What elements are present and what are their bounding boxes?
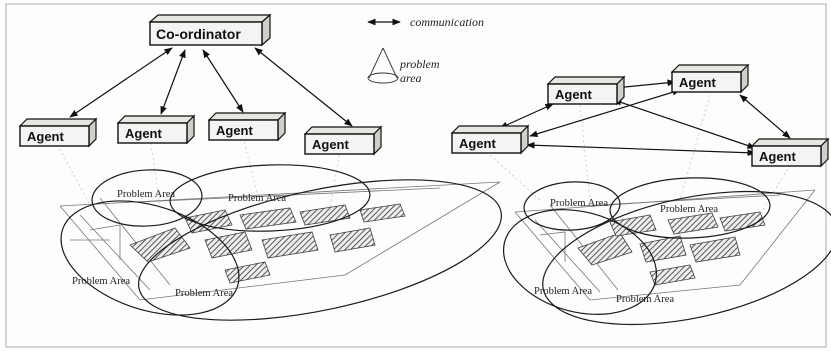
- left-agent-label-1: Agent: [27, 129, 65, 144]
- coordinator-box: Co-ordinator: [148, 13, 272, 47]
- left-agent-box-1: Agent: [18, 117, 98, 148]
- communication-legend-label: communication: [410, 15, 484, 29]
- left-arrow-coordinator-agent-1: [69, 47, 173, 118]
- coordinator-label: Co-ordinator: [156, 26, 241, 42]
- figure-frame: [5, 3, 827, 348]
- right-problem-area-ellipse-3: [502, 209, 658, 315]
- left-agent-label-4: Agent: [312, 137, 350, 152]
- left-agent-box-4: Agent: [303, 125, 383, 156]
- right-arrow-a2-a3: [614, 79, 676, 91]
- right-agent-label-1: Agent: [459, 136, 497, 151]
- right-agent-label-3: Agent: [679, 75, 717, 90]
- left-arrow-coordinator-agent-3: [202, 49, 244, 113]
- left-agent-label-3: Agent: [216, 123, 254, 138]
- problem-area-legend-line2: area: [400, 71, 422, 85]
- legend: communication problem area: [367, 15, 484, 85]
- right-floor-plan: [514, 189, 816, 301]
- left-arrow-coordinator-agent-2: [160, 49, 186, 115]
- left-problem-area-ellipse-2: [169, 164, 371, 232]
- right-agent-label-4: Agent: [759, 149, 797, 164]
- left-agent-box-3: Agent: [207, 111, 287, 142]
- right-problem-area-label-2: Problem Area: [660, 204, 718, 215]
- right-agent-box-3: Agent: [670, 63, 750, 94]
- right-problem-area-label-3: Problem Area: [534, 286, 592, 297]
- right-problem-area-ellipse-1: [523, 181, 621, 231]
- left-problem-area-label-1: Problem Area: [117, 189, 175, 200]
- right-problem-area-ellipse-4: [542, 190, 831, 326]
- problem-area-legend-cone-icon: [367, 47, 399, 84]
- right-agent-label-2: Agent: [555, 87, 593, 102]
- left-agent-box-2: Agent: [116, 114, 196, 145]
- left-problem-area-label-4: Problem Area: [175, 288, 233, 299]
- right-agent-box-4: Agent: [750, 137, 830, 168]
- right-agent-box-2: Agent: [546, 75, 626, 106]
- left-arrow-coordinator-agent-4: [254, 47, 353, 127]
- right-problem-area-ellipse-2: [609, 177, 771, 239]
- right-arrow-a1-a3: [529, 89, 681, 137]
- problem-area-legend-line1: problem: [399, 57, 440, 71]
- right-diagram: Problem Area Problem Area Problem Area P…: [450, 63, 831, 326]
- left-problem-area-ellipse-3: [60, 200, 240, 316]
- right-agent-box-1: Agent: [450, 124, 530, 155]
- left-diagram: Problem Area Problem Area Problem Area P…: [18, 13, 502, 321]
- right-arrow-a2-a4: [613, 99, 756, 149]
- right-problem-area-label-1: Problem Area: [550, 198, 608, 209]
- left-problem-area-label-3: Problem Area: [72, 276, 130, 287]
- left-problem-area-ellipse-4: [138, 179, 502, 321]
- left-problem-area-label-2: Problem Area: [228, 193, 286, 204]
- right-problem-area-label-4: Problem Area: [616, 294, 674, 305]
- left-agent-label-2: Agent: [125, 126, 163, 141]
- left-problem-area-ellipse-1: [91, 169, 203, 227]
- right-arrow-a1-a4: [526, 141, 756, 157]
- left-floor-plan: [59, 181, 501, 301]
- right-arrow-a1-a2: [499, 103, 554, 129]
- right-arrow-a3-a4: [739, 94, 791, 139]
